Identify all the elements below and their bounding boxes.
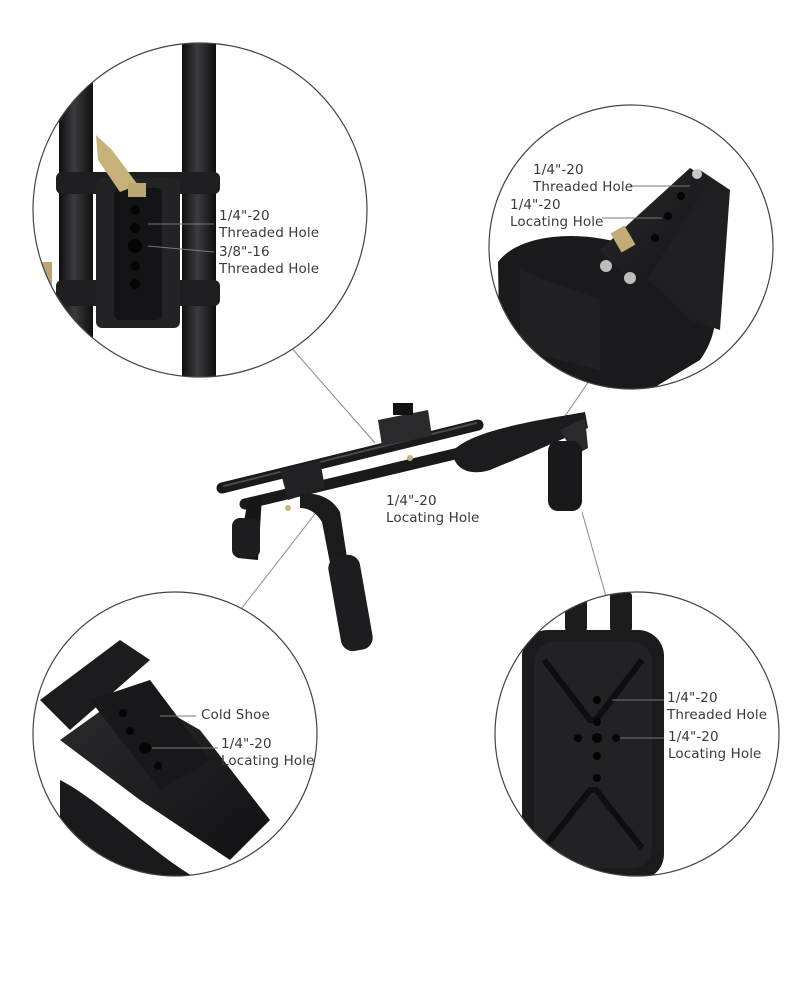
- callout-line: Locating Hole: [510, 214, 604, 230]
- callout-pad-locating-hole: 1/4"-20 Locating Hole: [668, 729, 761, 763]
- callout-line: Locating Hole: [221, 753, 315, 769]
- callout-handle-locating-hole: 1/4"-20 Locating Hole: [221, 736, 314, 770]
- callout-line: 1/4"-20: [510, 197, 561, 213]
- callout-line: Cold Shoe: [201, 707, 270, 723]
- callout-line: Threaded Hole: [667, 707, 768, 723]
- callout-line: Locating Hole: [668, 746, 762, 762]
- callout-pad-threaded-hole: 1/4"-20 Threaded Hole: [667, 690, 767, 724]
- callout-line: 1/4"-20: [533, 162, 584, 178]
- callout-line: 1/4"-20: [667, 690, 718, 706]
- detail-circle-baseplate: [488, 104, 774, 390]
- callout-threaded-hole-1-4-20: 1/4"-20 Threaded Hole: [219, 208, 319, 242]
- callout-line: Threaded Hole: [533, 179, 634, 195]
- callout-cold-shoe: Cold Shoe: [201, 707, 270, 724]
- detail-circle-shoulder-pad: [494, 591, 780, 877]
- callout-baseplate-locating-hole: 1/4"-20 Locating Hole: [510, 197, 603, 231]
- callout-line: 3/8"-16: [219, 244, 270, 260]
- rods: [216, 419, 486, 510]
- callout-line: Threaded Hole: [219, 225, 320, 241]
- callout-threaded-hole-3-8-16: 3/8"-16 Threaded Hole: [219, 244, 319, 278]
- callout-rig-locating-hole: 1/4"-20 Locating Hole: [386, 493, 479, 527]
- callout-line: 1/4"-20: [219, 208, 270, 224]
- detail-circle-rod-clamp: [32, 42, 368, 378]
- callout-line: 1/4"-20: [221, 736, 272, 752]
- callout-line: 1/4"-20: [386, 493, 437, 509]
- callout-baseplate-threaded-hole: 1/4"-20 Threaded Hole: [533, 162, 633, 196]
- callout-line: Threaded Hole: [219, 261, 320, 277]
- shoulder-rig: [216, 403, 588, 652]
- callout-line: Locating Hole: [386, 510, 480, 526]
- callout-line: 1/4"-20: [668, 729, 719, 745]
